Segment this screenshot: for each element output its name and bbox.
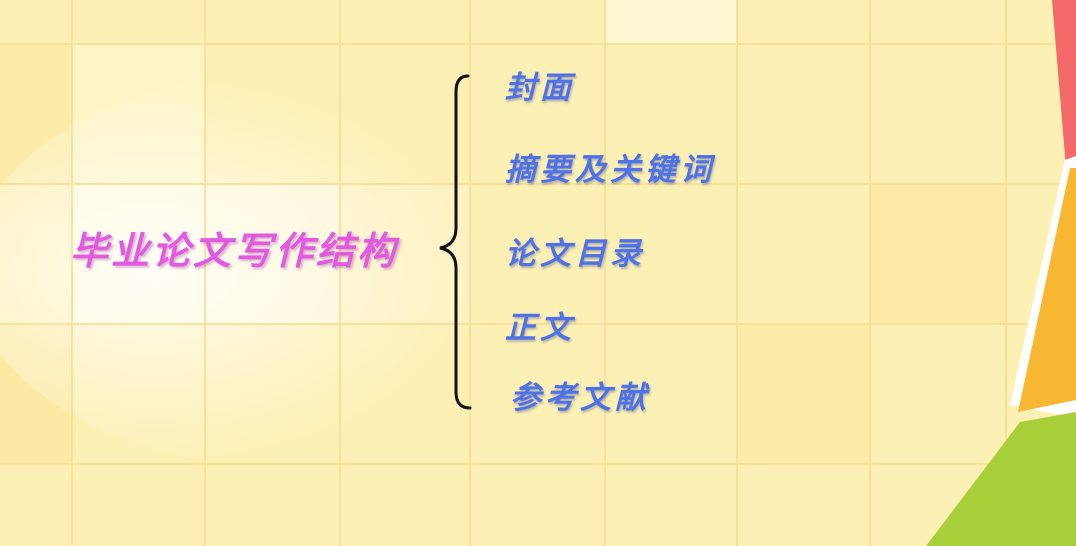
orange-ribbon — [1018, 168, 1076, 412]
structure-item-abstract-keywords: 摘要及关键词 — [505, 152, 715, 188]
structure-item-cover: 封面 — [505, 70, 575, 106]
structure-item-references: 参考文献 — [510, 380, 650, 416]
diagram-title: 毕业论文写作结构 — [70, 229, 399, 273]
green-ribbon — [926, 412, 1076, 546]
left-curly-brace — [439, 74, 472, 410]
structure-item-table-of-contents: 论文目录 — [505, 236, 645, 272]
red-ribbon — [1052, 0, 1076, 168]
structure-item-body: 正文 — [505, 310, 575, 346]
